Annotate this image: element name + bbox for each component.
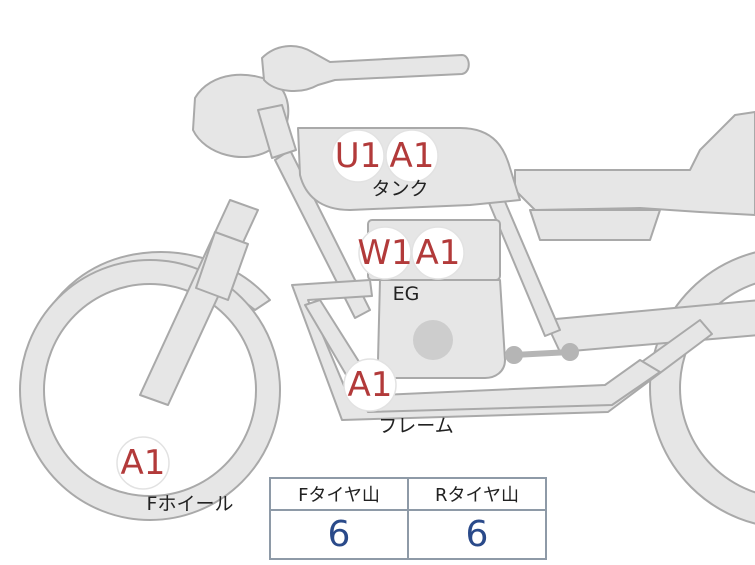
rear-wheel: [649, 251, 755, 525]
engine-label: EG: [393, 283, 420, 305]
tire-tread-value-row: 6 6: [269, 509, 547, 560]
engine-cover: [413, 320, 453, 360]
tank-code-2-circle: [385, 129, 439, 183]
frame-downtube: [274, 149, 371, 319]
engine-code-1: W1: [357, 233, 412, 273]
exhaust-pipe: [304, 299, 661, 413]
handlebar: [261, 45, 470, 92]
front-wheel-code-1-circle: [116, 436, 170, 490]
front-wheel-code-1: A1: [121, 443, 166, 483]
tire-tread-header-row: Fタイヤ山 Rタイヤ山: [269, 477, 547, 511]
headlight: [192, 73, 290, 159]
engine-codes: W1 A1: [357, 226, 465, 280]
seat: [514, 111, 755, 216]
frame-label: フレーム: [378, 415, 453, 437]
footpeg: [505, 343, 579, 364]
front-wheel-label: Fホイール: [147, 493, 234, 515]
tire-tread-table: Fタイヤ山 Rタイヤ山 6 6: [269, 477, 547, 560]
frame-codes: A1: [343, 358, 397, 412]
steering-stem: [257, 104, 297, 159]
side-cover: [529, 209, 661, 241]
tank-codes: U1 A1: [331, 129, 439, 183]
rear-tire-tread-value: 6: [407, 509, 547, 560]
engine-code-2-circle: [411, 226, 465, 280]
front-wheel-codes: A1: [116, 436, 170, 490]
front-tire-tread-value: 6: [269, 509, 409, 560]
frame-code-1: A1: [348, 365, 393, 405]
tank-code-1-circle: [331, 129, 385, 183]
front-tire-tread-header: Fタイヤ山: [269, 477, 409, 511]
tank-label: タンク: [371, 178, 428, 200]
fork-guard: [195, 231, 249, 301]
engine-code-2: A1: [416, 233, 461, 273]
tank-code-1: U1: [335, 136, 382, 176]
rear-tire-tread-header: Rタイヤ山: [407, 477, 547, 511]
tank-code-2: A1: [390, 136, 435, 176]
engine-code-1-circle: [358, 226, 412, 280]
frame-code-1-circle: [343, 358, 397, 412]
